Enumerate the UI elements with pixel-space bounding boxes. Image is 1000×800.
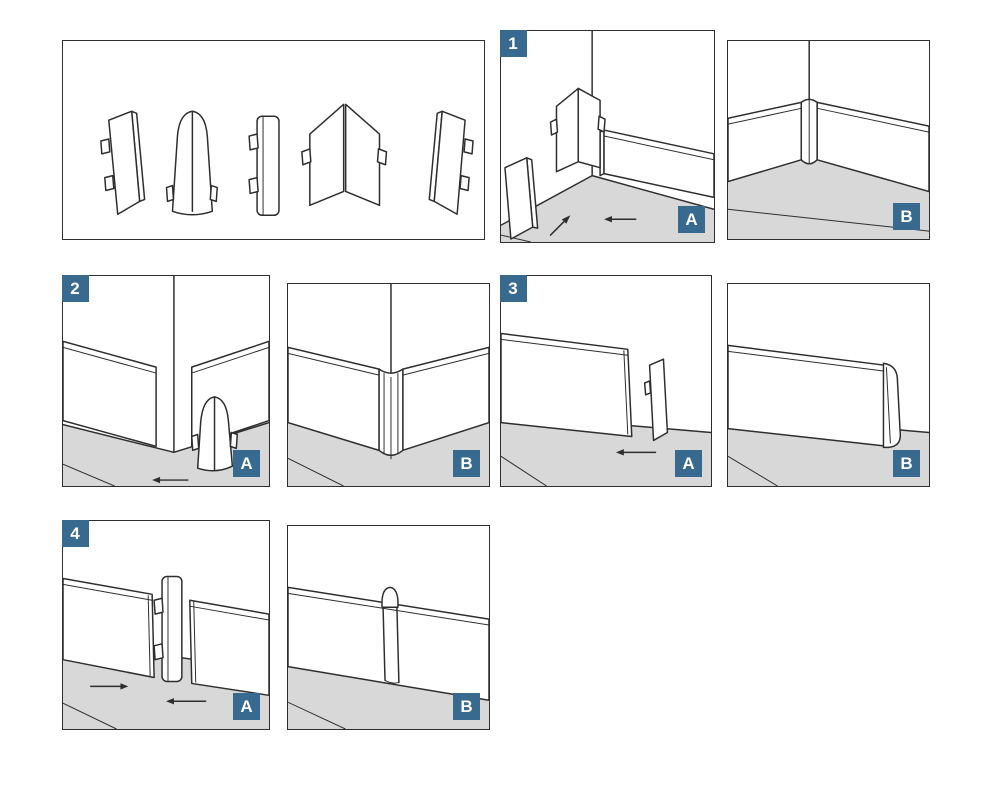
panel-label-badge: B	[893, 203, 920, 230]
step-number-badge: 1	[499, 29, 527, 57]
panel-label-badge: A	[675, 450, 702, 477]
inside-corner-install-drawing	[501, 31, 714, 242]
end-cap-left-icon	[100, 110, 146, 215]
skirting-board-right	[189, 599, 269, 697]
inside-corner-icon	[301, 103, 388, 207]
skirting-board-left	[504, 157, 539, 240]
end-cap-install-drawing	[501, 332, 711, 486]
inside-corner-piece	[549, 87, 606, 173]
connector-piece	[153, 575, 183, 683]
connector-install-drawing	[63, 575, 269, 729]
arrow-icon	[549, 215, 571, 236]
skirting-board-left	[728, 101, 803, 183]
floor-seam	[63, 702, 117, 729]
skirting-board-left	[63, 340, 157, 448]
panel-label-badge: A	[233, 693, 260, 720]
step-4-panel-b: B	[287, 525, 490, 730]
panel-label-badge: A	[233, 450, 260, 477]
step-2-panel-a: 2 A	[61, 274, 270, 487]
end-cap-right-icon	[428, 110, 474, 215]
panel-label-badge: B	[453, 693, 480, 720]
arrow-icon	[615, 449, 657, 456]
skirting-board-left	[63, 577, 155, 679]
panel-label-badge: A	[678, 206, 705, 233]
step-3-panel-a: 3 A	[499, 274, 712, 487]
connector-result-drawing	[288, 586, 489, 729]
panel-label-badge: B	[453, 450, 480, 477]
floor	[501, 175, 714, 242]
outside-corner-icon	[165, 110, 219, 216]
skirting-board	[501, 332, 633, 438]
connector-icon	[248, 115, 280, 216]
floor-seam	[288, 457, 344, 486]
floor-seam	[63, 463, 115, 486]
floor	[728, 159, 929, 239]
step-2-panel-b: B	[287, 283, 490, 487]
floor-seam	[501, 234, 531, 242]
skirting-board	[288, 586, 489, 702]
panel-label-badge: B	[893, 450, 920, 477]
step-4-panel-a: 4 A	[61, 519, 270, 730]
outside-corner-piece	[191, 396, 239, 472]
parts-overview-panel	[62, 40, 485, 240]
arrow-icon	[152, 476, 189, 484]
end-cap-result-drawing	[728, 344, 929, 486]
floor	[288, 666, 489, 729]
floor-seam	[288, 701, 346, 729]
step-number-badge: 4	[61, 519, 89, 547]
step-1-panel-b: B	[727, 40, 930, 240]
step-number-badge: 2	[61, 274, 89, 302]
outside-corner-piece	[378, 368, 404, 460]
step-3-panel-b: B	[727, 283, 930, 487]
arrow-icon	[604, 216, 637, 223]
step-number-badge: 3	[499, 274, 527, 302]
skirting-board	[728, 344, 890, 448]
inside-corner-result-drawing	[728, 41, 929, 239]
end-cap-piece	[643, 358, 669, 442]
connector-piece	[381, 586, 400, 684]
floor-seam	[728, 455, 778, 486]
arrow-icon	[89, 683, 129, 690]
end-cap-piece	[882, 362, 902, 449]
inside-corner-piece	[800, 98, 818, 165]
skirting-board-right	[599, 129, 714, 199]
outside-corner-result-drawing	[288, 284, 489, 486]
outside-corner-install-drawing	[63, 276, 269, 486]
arrow-icon	[166, 698, 207, 705]
step-1-panel-a: 1 A	[499, 29, 715, 243]
parts-overview-drawing	[100, 103, 474, 216]
floor-seam	[501, 455, 547, 486]
